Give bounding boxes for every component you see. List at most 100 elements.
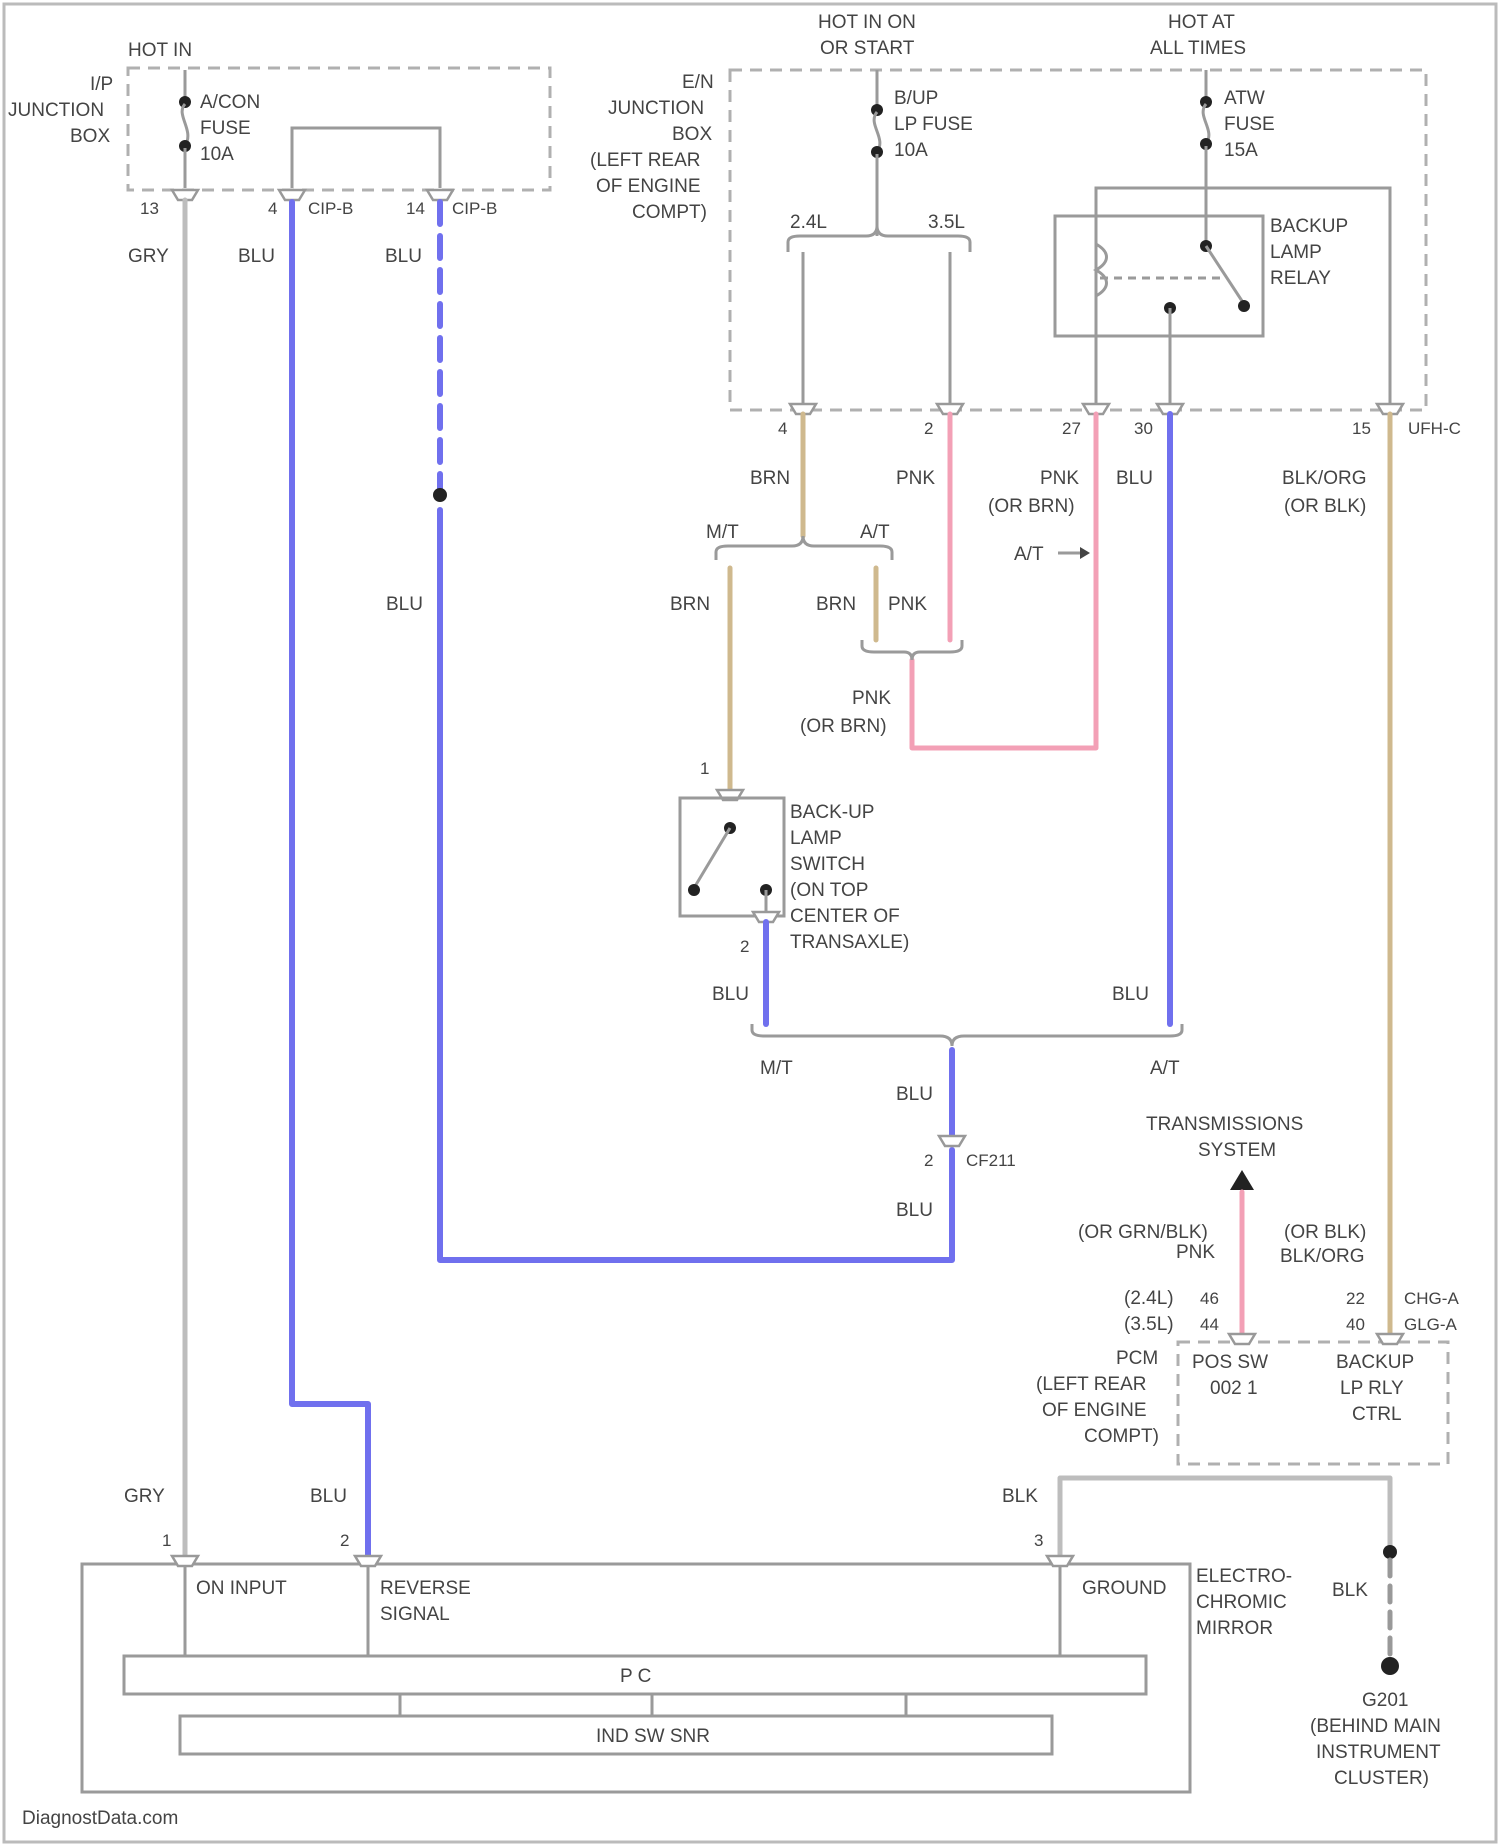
wire-label-pnk-2: PNK bbox=[1040, 468, 1079, 489]
switch-label-6: TRANSAXLE) bbox=[790, 932, 909, 953]
wire-label-blk-org-2: BLK/ORG bbox=[1280, 1246, 1364, 1267]
ip-jb-label-2: JUNCTION bbox=[8, 100, 104, 121]
switch-arm bbox=[694, 828, 730, 888]
pos-sw-label-2: 002 1 bbox=[1210, 1378, 1258, 1399]
label-all-times: ALL TIMES bbox=[1150, 38, 1246, 59]
wire-label-or-blk-2: (OR BLK) bbox=[1284, 1222, 1366, 1243]
backup-lamp-switch bbox=[680, 798, 784, 916]
pcm-label-4: COMPT) bbox=[1084, 1426, 1159, 1447]
variant-35l: 3.5L bbox=[928, 212, 965, 233]
trans-label-1: TRANSMISSIONS bbox=[1146, 1114, 1303, 1135]
cf211-label: CF211 bbox=[966, 1151, 1016, 1170]
connector-mirror-pin1 bbox=[172, 1556, 198, 1566]
wire-label-blu-3: BLU bbox=[386, 594, 423, 615]
wire-label-blu-8: BLU bbox=[896, 1200, 933, 1221]
brace-at-label-1: A/T bbox=[860, 522, 890, 543]
wire-label-blu-6: BLU bbox=[1112, 984, 1149, 1005]
mirror-label-2: CHROMIC bbox=[1196, 1592, 1287, 1613]
mt-at-brace-2 bbox=[752, 1024, 1182, 1046]
pcm-pin44: 44 bbox=[1200, 1315, 1219, 1334]
ground-point bbox=[1381, 1657, 1399, 1675]
wire-label-blu-7: BLU bbox=[896, 1084, 933, 1105]
pcm-pin40: 40 bbox=[1346, 1315, 1365, 1334]
cf211-pin-label: 2 bbox=[924, 1151, 933, 1170]
wire-label-blu-9: BLU bbox=[310, 1486, 347, 1507]
relay-label-2: LAMP bbox=[1270, 242, 1322, 263]
g201-label-2: (BEHIND MAIN bbox=[1310, 1716, 1441, 1737]
relay-label-3: RELAY bbox=[1270, 268, 1331, 289]
backup-ctrl-label-3: CTRL bbox=[1352, 1404, 1402, 1425]
mirror-ground: GROUND bbox=[1082, 1578, 1166, 1599]
switch-label-3: SWITCH bbox=[790, 854, 865, 875]
pin-c27-label: 27 bbox=[1062, 419, 1081, 438]
wire-label-or-brn: (OR BRN) bbox=[988, 496, 1075, 517]
atw-fuse-label-1: ATW bbox=[1224, 88, 1265, 109]
acon-fuse-label-2: FUSE bbox=[200, 118, 251, 139]
wire-label-pnk-1: PNK bbox=[896, 468, 935, 489]
pcm-variant-24l: (2.4L) bbox=[1124, 1288, 1174, 1309]
eng-jb-label-4: (LEFT REAR bbox=[590, 150, 701, 171]
eng-jb-label-6: COMPT) bbox=[632, 202, 707, 223]
wire-label-brn-3: BRN bbox=[816, 594, 856, 615]
connector-mirror-pin2 bbox=[355, 1556, 381, 1566]
acon-fuse-label-3: 10A bbox=[200, 144, 234, 165]
relay-contact-arm bbox=[1206, 246, 1244, 304]
pnk-or-brn-label-1: PNK bbox=[852, 688, 891, 709]
label-or-start: OR START bbox=[820, 38, 915, 59]
wire-blu-pin4 bbox=[292, 202, 368, 1556]
connector-mirror-pin3 bbox=[1047, 1556, 1073, 1566]
label-hot-in-on: HOT IN ON bbox=[818, 12, 916, 33]
brace-mt-label-2: M/T bbox=[760, 1058, 793, 1079]
pin-c30-label: 30 bbox=[1134, 419, 1153, 438]
mirror-label-1: ELECTRO- bbox=[1196, 1566, 1292, 1587]
pin-c4-label: 4 bbox=[778, 419, 787, 438]
wire-label-blu-4: BLU bbox=[1116, 468, 1153, 489]
g201-label-1: G201 bbox=[1362, 1690, 1408, 1711]
ground-splice bbox=[1383, 1545, 1397, 1559]
switch-label-2: LAMP bbox=[790, 828, 842, 849]
connector-pin14 bbox=[427, 190, 453, 200]
eng-jb-label-5: OF ENGINE bbox=[596, 176, 701, 197]
trans-label-2: SYSTEM bbox=[1198, 1140, 1276, 1161]
ind-sw-label: IND SW SNR bbox=[596, 1726, 710, 1747]
acon-fuse-label-1: A/CON bbox=[200, 92, 260, 113]
brace-mt-label-1: M/T bbox=[706, 522, 739, 543]
g201-label-4: CLUSTER) bbox=[1334, 1768, 1429, 1789]
cip-b-label-2: CIP-B bbox=[452, 199, 497, 218]
mirror-reverse-2: SIGNAL bbox=[380, 1604, 450, 1625]
watermark: DiagnostData.com bbox=[22, 1808, 178, 1829]
pcm-glg-a: GLG-A bbox=[1404, 1315, 1458, 1334]
pcm-chg-a: CHG-A bbox=[1404, 1289, 1459, 1308]
switch-label-4: (ON TOP bbox=[790, 880, 868, 901]
at-arrow-label: A/T bbox=[1014, 544, 1044, 565]
bup-fuse-label-2: LP FUSE bbox=[894, 114, 973, 135]
bup-fuse-label-3: 10A bbox=[894, 140, 928, 161]
wire-label-blk-1: BLK bbox=[1002, 1486, 1038, 1507]
label-hot-at: HOT AT bbox=[1168, 12, 1235, 33]
variant-24l: 2.4L bbox=[790, 212, 827, 233]
backup-ctrl-label-1: BACKUP bbox=[1336, 1352, 1414, 1373]
ufh-c-label: UFH-C bbox=[1408, 419, 1461, 438]
pcm-label-2: (LEFT REAR bbox=[1036, 1374, 1147, 1395]
pcm-label-3: OF ENGINE bbox=[1042, 1400, 1147, 1421]
eng-jb-label-3: BOX bbox=[672, 124, 712, 145]
switch-label-1: BACK-UP bbox=[790, 802, 874, 823]
atw-fuse-label-3: 15A bbox=[1224, 140, 1258, 161]
mirror-pin2: 2 bbox=[340, 1531, 349, 1550]
wire-blk-ground bbox=[1060, 1478, 1390, 1556]
wire-label-brn-2: BRN bbox=[670, 594, 710, 615]
splice-blu bbox=[433, 488, 447, 502]
wire-label-blk-2: BLK bbox=[1332, 1580, 1368, 1601]
cip-b-label-1: CIP-B bbox=[308, 199, 353, 218]
wire-label-gry-bottom: GRY bbox=[124, 1486, 165, 1507]
eng-jb-label-1: E/N bbox=[682, 72, 714, 93]
acon-fuse-element bbox=[182, 104, 188, 146]
wire-label-pnk-3: PNK bbox=[888, 594, 927, 615]
cip-jumper bbox=[292, 128, 440, 188]
connector-pcm-backup bbox=[1377, 1334, 1403, 1344]
wire-label-pnk-4: PNK bbox=[1176, 1242, 1215, 1263]
wire-pnk-c27 bbox=[912, 414, 1096, 748]
backup-ctrl-label-2: LP RLY bbox=[1340, 1378, 1404, 1399]
merge-brace bbox=[862, 640, 962, 660]
